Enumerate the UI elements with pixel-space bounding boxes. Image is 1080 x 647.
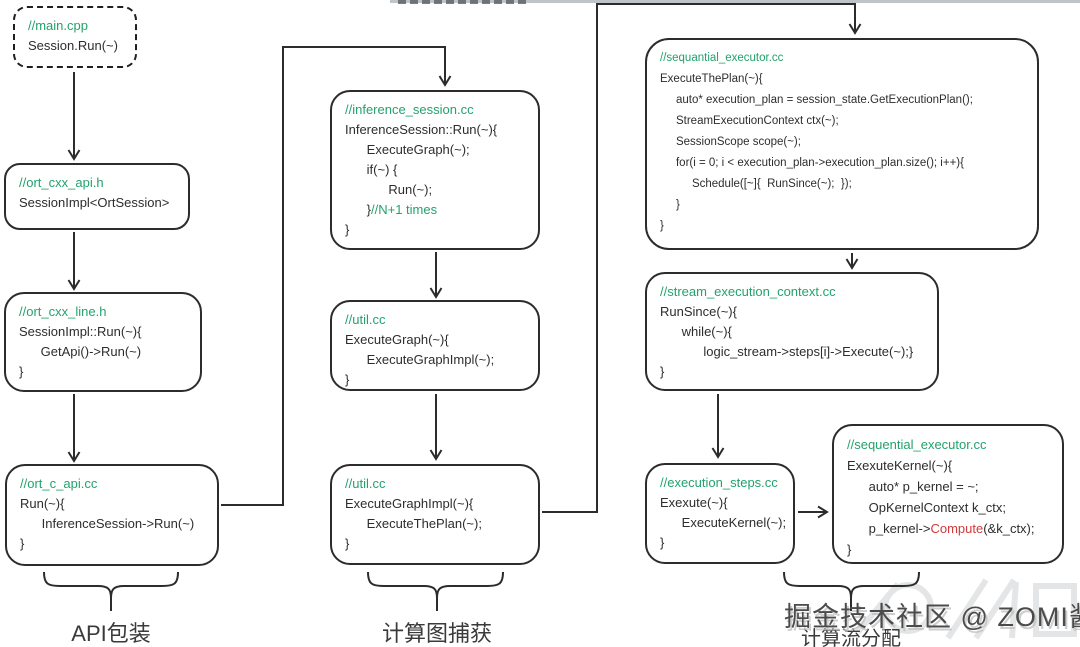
code-line: }	[20, 536, 25, 551]
code-line: //stream_execution_context.cc	[660, 284, 836, 299]
code-line: //inference_session.cc	[345, 102, 474, 117]
code-line: }	[660, 364, 665, 379]
code-line: }	[345, 222, 350, 237]
code-line: //ort_cxx_line.h	[19, 304, 107, 319]
code-line: }	[660, 220, 664, 232]
brace-graph-group-left	[367, 571, 438, 611]
brace-graph-group-right	[436, 571, 504, 599]
code-line: ExecuteKernel(~);	[660, 515, 787, 530]
code-line: RunSince(~){	[660, 304, 737, 319]
top-edge-artifact	[390, 0, 1080, 3]
code-line: SessionImpl<OrtSession>	[19, 195, 170, 210]
group-label-api-wrap: API包装	[71, 621, 151, 646]
code-line: auto* execution_plan = session_state.Get…	[660, 94, 973, 106]
code-line: while(~){	[660, 324, 732, 339]
code-line: }	[19, 364, 24, 379]
code-line: p_kernel->Compute(&k_ctx);	[847, 521, 1035, 536]
code-line: if(~) {	[345, 162, 398, 177]
code-line: }	[660, 535, 665, 550]
code-line: }//N+1 times	[345, 202, 438, 217]
code-line: //util.cc	[345, 312, 386, 327]
code-line: }	[345, 372, 350, 387]
watermark-text: 掘金技术社区 @ ZOMI酱	[784, 602, 1080, 632]
code-line: //sequantial_executor.cc	[660, 52, 784, 64]
group-label-stream-dispatch: 计算流分配	[801, 628, 901, 647]
code-line: auto* p_kernel = ~;	[847, 479, 979, 494]
code-line: ExecuteGraph(~){	[345, 332, 449, 347]
code-line: Session.Run(~)	[28, 38, 118, 53]
code-line: ExecuteThePlan(~);	[345, 516, 482, 531]
group-label-graph-capture: 计算图捕获	[381, 621, 493, 646]
code-line: OpKernelContext k_ctx;	[847, 500, 1006, 515]
code-line: //main.cpp	[28, 18, 88, 33]
code-line: //sequential_executor.cc	[847, 437, 987, 452]
code-line: SessionImpl::Run(~){	[19, 324, 142, 339]
brace-api-group-left	[43, 571, 112, 611]
code-line: Schedule([~]{ RunSince(~); });	[660, 178, 852, 190]
code-line: //util.cc	[345, 476, 386, 491]
code-line: }	[345, 536, 350, 551]
code-line: //ort_c_api.cc	[20, 476, 98, 491]
code-line: for(i = 0; i < execution_plan->execution…	[660, 157, 964, 169]
code-line: ExecuteGraphImpl(~);	[345, 352, 495, 367]
code-line: logic_stream->steps[i]->Execute(~);}	[660, 344, 914, 359]
code-line: ExecuteGraph(~);	[345, 142, 470, 157]
top-edge-dashes	[398, 0, 526, 4]
code-line: GetApi()->Run(~)	[19, 344, 142, 359]
code-line: ExexuteKernel(~){	[847, 458, 953, 473]
code-line: ExecuteGraphImpl(~){	[345, 496, 474, 511]
code-line: Run(~){	[20, 496, 65, 511]
code-line: }	[847, 542, 852, 557]
code-line: Run(~);	[345, 182, 433, 197]
code-line: SessionScope scope(~);	[660, 136, 801, 148]
code-line: //execution_steps.cc	[660, 475, 778, 490]
code-line: InferenceSession::Run(~){	[345, 122, 498, 137]
code-line: ExecuteThePlan(~){	[660, 73, 763, 85]
code-line: Exexute(~){	[660, 495, 728, 510]
code-line: StreamExecutionContext ctx(~);	[660, 115, 839, 127]
code-line: }	[660, 199, 680, 211]
brace-api-group-right	[110, 571, 179, 599]
code-line: InferenceSession->Run(~)	[20, 516, 195, 531]
code-line: //ort_cxx_api.h	[19, 175, 104, 190]
